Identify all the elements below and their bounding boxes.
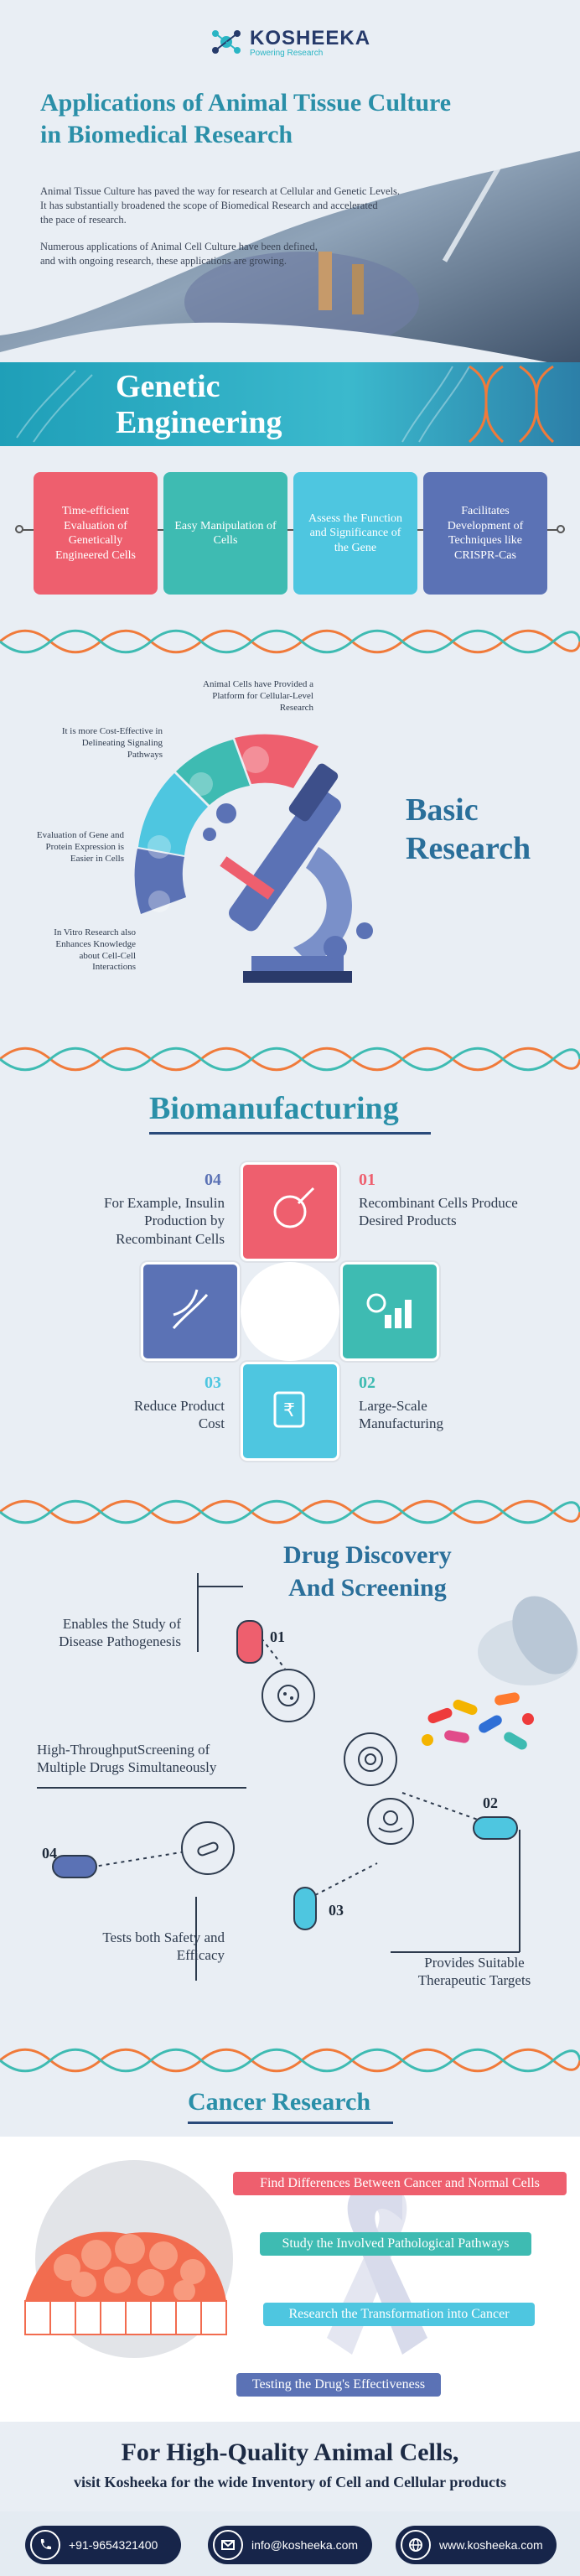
ge-item-1: Time-efficient Evaluation of Genetically…	[34, 472, 158, 595]
footer-title: For High-Quality Animal Cells,	[121, 2438, 459, 2466]
phone-number[interactable]: +91-9654321400	[69, 2538, 158, 2552]
timeline-start-dot	[15, 525, 23, 533]
genetic-engineering-banner	[0, 362, 580, 446]
timeline-end-dot	[557, 525, 565, 533]
dd-num-03: 03	[329, 1902, 344, 1919]
drug-discovery-connectors	[37, 1573, 520, 1981]
bm-text-03: Reduce Product Cost	[133, 1398, 225, 1432]
bm-center-circle	[241, 1262, 339, 1361]
br-note-4: In Vitro Research also Enhances Knowledg…	[54, 927, 136, 973]
brand-tagline: Powering Research	[250, 48, 324, 58]
dd-num-01: 01	[270, 1628, 285, 1645]
biomanufacturing-title: Biomanufacturing	[149, 1091, 399, 1126]
pill-screening-icon	[181, 1821, 235, 1875]
dd-num-04: 04	[42, 1845, 57, 1862]
bm-text-01: Recombinant Cells Produce Desired Produc…	[359, 1195, 518, 1229]
bm-num-01: 01	[359, 1171, 375, 1189]
bm-box-recombinant	[241, 1162, 339, 1261]
bm-text-02: Large-Scale Manufacturing	[359, 1398, 444, 1432]
bm-box-manufacturing	[340, 1262, 439, 1361]
bm-text-04: For Example, Insulin Production by Recom…	[103, 1195, 225, 1247]
basic-research-title: Basic Research	[406, 792, 531, 866]
microscope-illustration-icon	[134, 734, 373, 983]
bm-num-02: 02	[359, 1374, 375, 1392]
cr-item-1: Find Differences Between Cancer and Norm…	[233, 2172, 567, 2195]
kosheeka-logo-icon	[212, 30, 241, 54]
ge-item-4: Facilitates Development of Techniques li…	[423, 472, 547, 595]
svg-text:₹: ₹	[283, 1400, 295, 1421]
target-icon	[344, 1732, 397, 1786]
pills-bottle-icon	[422, 1596, 578, 1750]
website-contact[interactable]: www.kosheeka.com	[396, 2526, 557, 2564]
phone-contact[interactable]: +91-9654321400	[25, 2526, 181, 2564]
dna-icon	[172, 1289, 209, 1329]
dna-divider-icon	[0, 1499, 580, 1524]
cancer-research-title: Cancer Research	[188, 2088, 370, 2116]
bm-box-insulin	[141, 1262, 240, 1361]
marker-04	[52, 1855, 97, 1878]
cancer-cells-illustration-icon	[24, 2160, 233, 2358]
br-note-1: Animal Cells have Provided a Platform fo…	[203, 679, 313, 713]
ge-item-3: Assess the Function and Significance of …	[293, 472, 417, 595]
dna-divider-icon	[0, 2048, 580, 2073]
ge-item-2: Easy Manipulation of Cells	[163, 472, 287, 595]
rupee-icon: ₹	[273, 1391, 305, 1428]
dd-num-02: 02	[483, 1794, 498, 1811]
petri-dish-icon	[273, 1187, 315, 1228]
footer-subtitle: visit Kosheeka for the wide Inventory of…	[73, 2474, 506, 2490]
brand-name: KOSHEEKA	[250, 26, 371, 49]
dna-pattern-icon	[16, 365, 554, 444]
marker-03	[293, 1887, 317, 1930]
dd-text-01: Enables the Study of Disease Pathogenesi…	[59, 1616, 181, 1650]
marker-02	[473, 1816, 518, 1840]
marker-01	[236, 1620, 263, 1664]
bm-box-cost: ₹	[241, 1362, 339, 1461]
intro-paragraph-1: Animal Tissue Culture has paved the way …	[40, 185, 401, 226]
bm-num-03: 03	[205, 1374, 221, 1392]
br-note-2: It is more Cost-Effective in Delineating…	[61, 726, 163, 760]
intro-paragraph-2: Numerous applications of Animal Cell Cul…	[40, 241, 318, 267]
virus-icon	[262, 1669, 315, 1722]
cr-item-3: Research the Transformation into Cancer	[263, 2303, 535, 2326]
dna-divider-icon	[0, 1046, 580, 1072]
drug-discovery-title: Drug Discovery And Screening	[283, 1541, 452, 1602]
timeline-line	[18, 529, 563, 531]
cr-item-2: Study the Involved Pathological Pathways	[260, 2232, 531, 2256]
page-title: Applications of Animal Tissue Culture in…	[40, 89, 452, 148]
brand-logo[interactable]: KOSHEEKA Powering Research	[210, 25, 370, 59]
dd-text-02: Provides Suitable Therapeutic Targets	[417, 1955, 531, 1989]
dd-text-04: High-ThroughputScreening of Multiple Dru…	[37, 1742, 217, 1776]
growth-chart-icon	[366, 1293, 412, 1328]
mail-icon	[213, 2530, 243, 2560]
phone-icon	[30, 2530, 60, 2560]
email-address[interactable]: info@kosheeka.com	[251, 2538, 359, 2552]
dna-divider-icon	[0, 629, 580, 654]
website-url[interactable]: www.kosheeka.com	[439, 2538, 543, 2552]
hero-lab-image	[0, 126, 580, 369]
hand-care-icon	[367, 1798, 414, 1845]
genetic-engineering-title: Genetic Engineering	[116, 369, 282, 440]
cr-item-4: Testing the Drug's Effectiveness	[236, 2373, 441, 2397]
globe-icon	[401, 2530, 431, 2560]
br-note-3: Evaluation of Gene and Protein Expressio…	[36, 830, 124, 864]
dd-text-03: Tests both Safety and Efficacy	[102, 1929, 225, 1964]
title-underline	[188, 2122, 393, 2124]
title-underline	[149, 1132, 431, 1135]
bm-num-04: 04	[205, 1171, 221, 1189]
email-contact[interactable]: info@kosheeka.com	[208, 2526, 372, 2564]
